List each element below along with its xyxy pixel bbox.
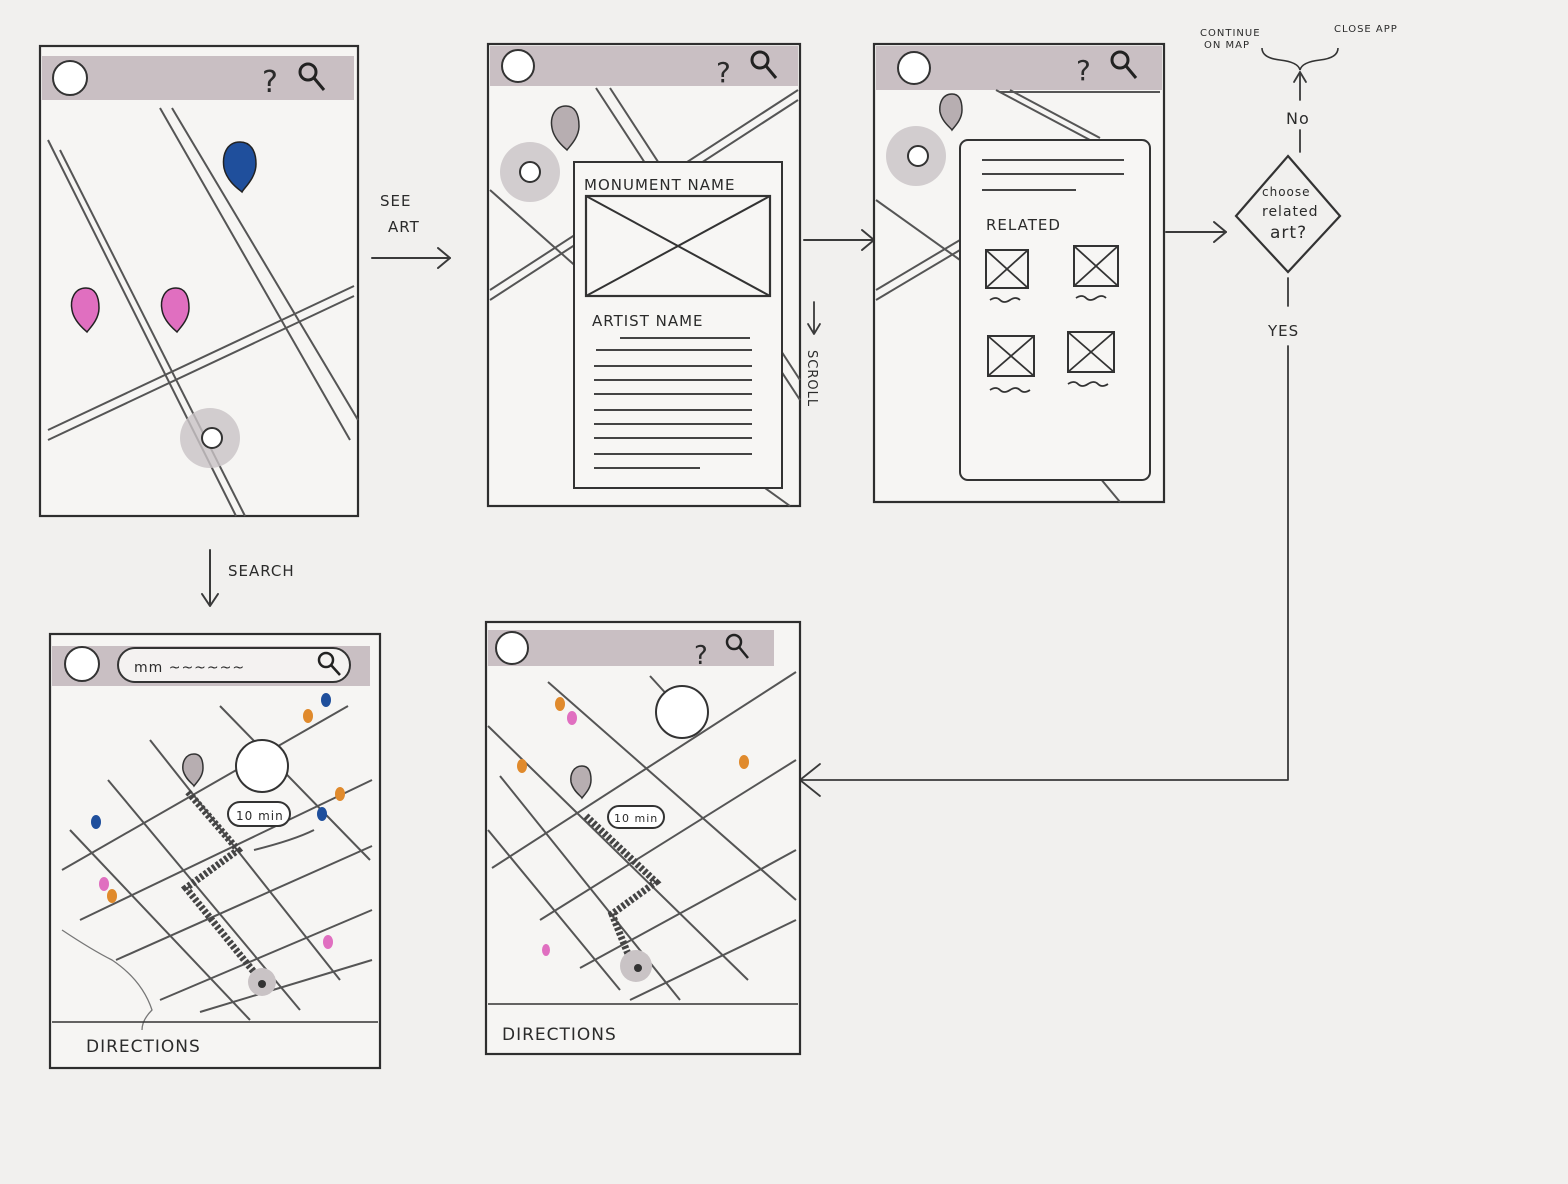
map-pin-icon[interactable] — [939, 93, 963, 132]
no-branch: No CONTINUE ON MAP CLOSE APP — [1200, 24, 1398, 153]
search-icon[interactable] — [317, 651, 341, 676]
search-icon[interactable] — [1110, 50, 1138, 79]
related-label: RELATED — [986, 216, 1061, 234]
profile-icon[interactable] — [501, 49, 535, 83]
decision-text-line1: choose — [1262, 185, 1311, 199]
scroll-label: SCROLL — [804, 350, 819, 407]
directions-label[interactable]: DIRECTIONS — [86, 1037, 201, 1057]
help-icon[interactable]: ? — [694, 641, 709, 671]
map-pin-icon[interactable] — [570, 765, 592, 800]
help-icon[interactable]: ? — [262, 65, 279, 100]
see-art-label-line1: SEE — [380, 192, 411, 210]
continue-label-line1: CONTINUE — [1200, 28, 1261, 39]
close-app-label: CLOSE APP — [1334, 24, 1398, 35]
flow-arrow — [803, 229, 875, 251]
continue-label-line2: ON MAP — [1204, 40, 1250, 51]
artist-name: ARTIST NAME — [592, 312, 704, 330]
monument-card[interactable] — [573, 161, 783, 489]
profile-icon[interactable] — [495, 631, 529, 665]
description-lines — [594, 337, 752, 469]
card-text-lines — [982, 159, 1124, 191]
current-location-icon — [907, 145, 929, 167]
screen-directions-related: ? 10 min DIRECT — [484, 620, 802, 1056]
map-area — [875, 89, 1160, 503]
search-icon[interactable] — [298, 62, 326, 91]
toolbar — [490, 46, 798, 86]
yes-branch: YES — [799, 277, 1299, 797]
route-time: 10 min — [614, 812, 658, 825]
screen-search-directions: mm ~~~~~~ 10 min — [48, 632, 382, 1070]
current-location-icon — [634, 964, 642, 972]
screen-monument-detail: ? MONUMENT NAME ARTIST NAME — [486, 42, 821, 508]
current-location-icon — [201, 427, 223, 449]
map-pin-icon[interactable] — [550, 105, 580, 152]
profile-icon[interactable] — [64, 646, 100, 682]
screen-map-home: ? — [38, 44, 360, 518]
yes-label: YES — [1267, 322, 1299, 340]
scroll-hint: SCROLL — [804, 301, 821, 407]
search-icon[interactable] — [750, 50, 778, 79]
route-time: 10 min — [236, 809, 284, 823]
route-path — [180, 789, 265, 985]
profile-icon[interactable] — [52, 60, 88, 96]
monument-image-placeholder — [584, 194, 772, 298]
related-card[interactable] — [959, 139, 1151, 481]
map-area[interactable] — [47, 107, 359, 517]
see-art-label-line2: ART — [388, 218, 420, 236]
profile-icon[interactable] — [897, 51, 931, 85]
search-arrow: SEARCH — [201, 549, 295, 607]
map-pins[interactable] — [91, 693, 345, 949]
toolbar — [488, 630, 774, 666]
route-path — [583, 813, 662, 966]
search-flow-label: SEARCH — [228, 562, 295, 580]
destination-marker[interactable] — [655, 685, 709, 739]
phone-frame — [484, 620, 802, 1056]
directions-label[interactable]: DIRECTIONS — [502, 1025, 617, 1045]
current-location-icon — [519, 161, 541, 183]
related-thumbnail[interactable] — [1067, 331, 1115, 387]
current-location-icon — [258, 980, 266, 988]
search-icon[interactable] — [725, 633, 749, 659]
monument-name: MONUMENT NAME — [584, 176, 735, 194]
map-pin-icon[interactable] — [182, 753, 204, 788]
screen-related-art: ? RELATED — [872, 42, 1166, 504]
see-art-arrow: SEE ART — [371, 192, 451, 269]
search-input-text: mm ~~~~~~ — [134, 660, 245, 676]
search-input[interactable] — [117, 647, 351, 683]
related-thumbnail[interactable] — [987, 335, 1035, 393]
help-icon[interactable]: ? — [716, 56, 732, 89]
route-time-badge — [607, 805, 665, 829]
destination-marker[interactable] — [235, 739, 289, 793]
map-pins[interactable] — [517, 697, 749, 956]
related-thumbnail[interactable] — [1073, 245, 1119, 301]
no-label: No — [1286, 109, 1310, 128]
flow-arrow — [1165, 221, 1227, 243]
help-icon[interactable]: ? — [1076, 54, 1092, 87]
decision-node: choose related art? — [1234, 154, 1342, 274]
map-pin-icon[interactable] — [70, 287, 100, 334]
decision-text-line3: art? — [1270, 223, 1307, 243]
map-pin-icon[interactable] — [160, 287, 190, 334]
decision-text-line2: related — [1262, 204, 1319, 220]
related-thumbnail[interactable] — [985, 249, 1029, 303]
map-pin-icon[interactable] — [222, 141, 257, 194]
route-time-badge — [227, 801, 291, 827]
